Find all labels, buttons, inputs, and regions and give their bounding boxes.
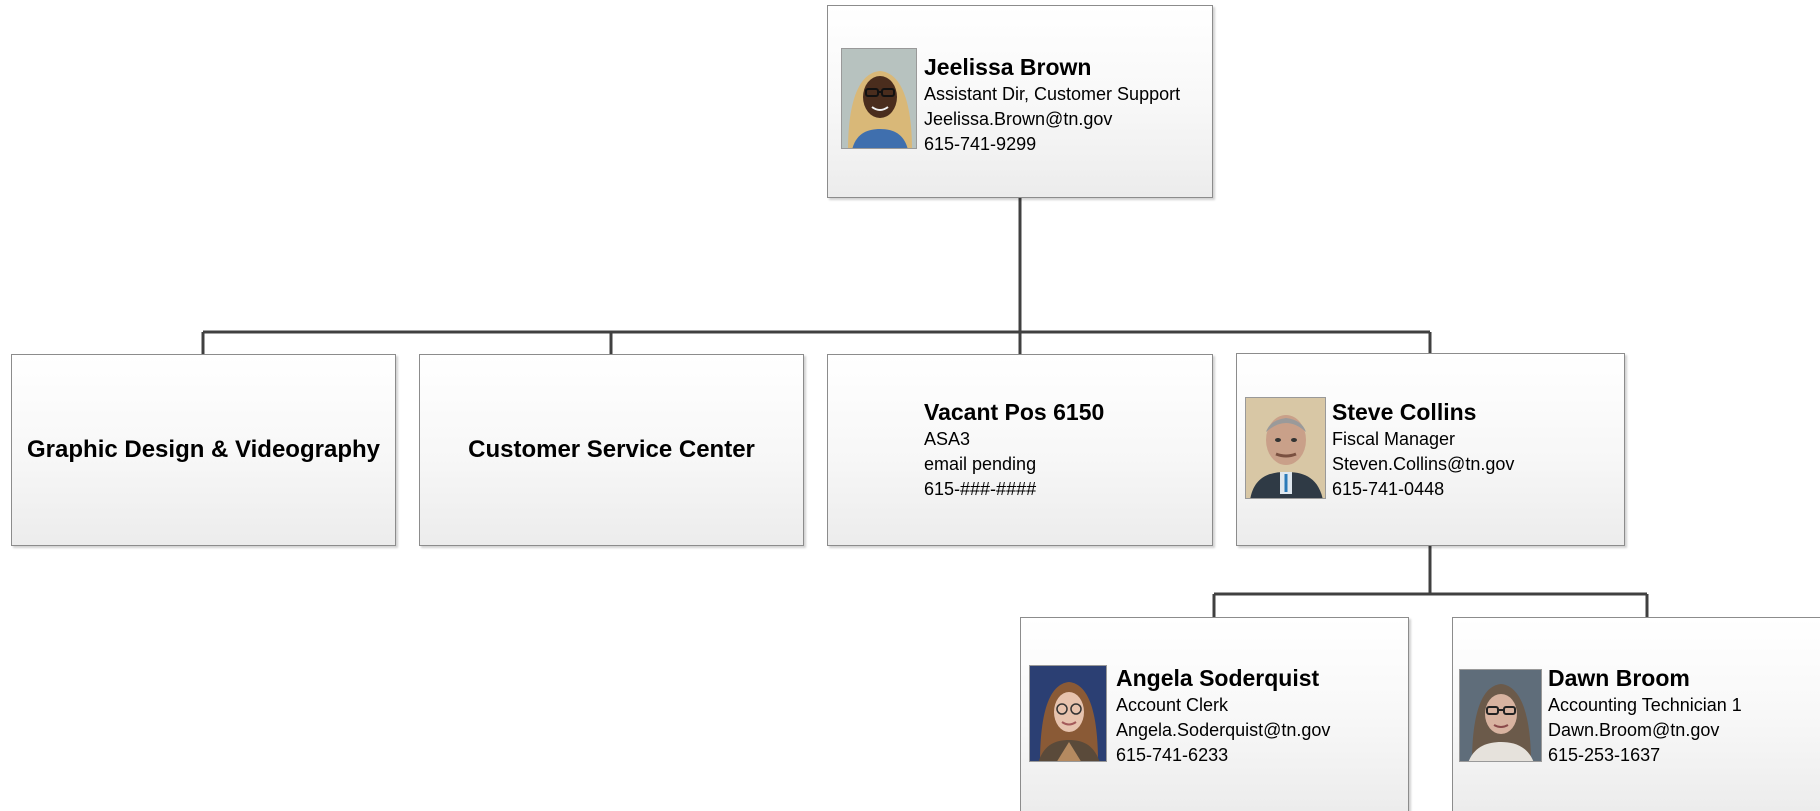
node-title: ASA3 xyxy=(924,429,971,449)
node-label: Graphic Design & Videography xyxy=(27,436,380,463)
node-title: Account Clerk xyxy=(1116,695,1229,715)
node-phone: 615-741-0448 xyxy=(1332,479,1445,499)
org-node-vacant-pos[interactable]: Vacant Pos 6150 ASA3 email pending 615-#… xyxy=(827,354,1213,546)
node-phone: 615-###-#### xyxy=(924,479,1037,499)
node-email: Dawn.Broom@tn.gov xyxy=(1548,720,1720,740)
node-title: Accounting Technician 1 xyxy=(1548,695,1742,715)
node-name: Vacant Pos 6150 xyxy=(924,399,1105,425)
node-name: Jeelissa Brown xyxy=(924,54,1092,80)
node-phone: 615-741-6233 xyxy=(1116,745,1229,765)
avatar-photo xyxy=(1459,669,1542,762)
node-phone: 615-253-1637 xyxy=(1548,745,1661,765)
node-phone: 615-741-9299 xyxy=(924,134,1037,154)
org-node-dawn-broom[interactable]: Dawn Broom Accounting Technician 1 Dawn.… xyxy=(1452,617,1820,811)
node-title: Assistant Dir, Customer Support xyxy=(924,84,1181,104)
avatar-photo xyxy=(1029,665,1107,762)
node-email: Angela.Soderquist@tn.gov xyxy=(1116,720,1331,740)
org-node-steve-collins[interactable]: Steve Collins Fiscal Manager Steven.Coll… xyxy=(1236,353,1625,546)
node-label: Customer Service Center xyxy=(468,436,755,463)
node-name: Steve Collins xyxy=(1332,399,1477,425)
node-email: Steven.Collins@tn.gov xyxy=(1332,454,1515,474)
node-title: Fiscal Manager xyxy=(1332,429,1456,449)
node-email: Jeelissa.Brown@tn.gov xyxy=(924,109,1113,129)
avatar-photo xyxy=(841,48,917,149)
node-name: Dawn Broom xyxy=(1548,665,1690,691)
org-node-jeelissa-brown[interactable]: Jeelissa Brown Assistant Dir, Customer S… xyxy=(827,5,1213,198)
node-email: email pending xyxy=(924,454,1037,474)
node-name: Angela Soderquist xyxy=(1116,665,1320,691)
org-node-angela-soderquist[interactable]: Angela Soderquist Account Clerk Angela.S… xyxy=(1020,617,1409,811)
org-node-graphic-design[interactable]: Graphic Design & Videography xyxy=(11,354,396,546)
avatar-photo xyxy=(1245,397,1326,499)
org-node-customer-service[interactable]: Customer Service Center xyxy=(419,354,804,546)
